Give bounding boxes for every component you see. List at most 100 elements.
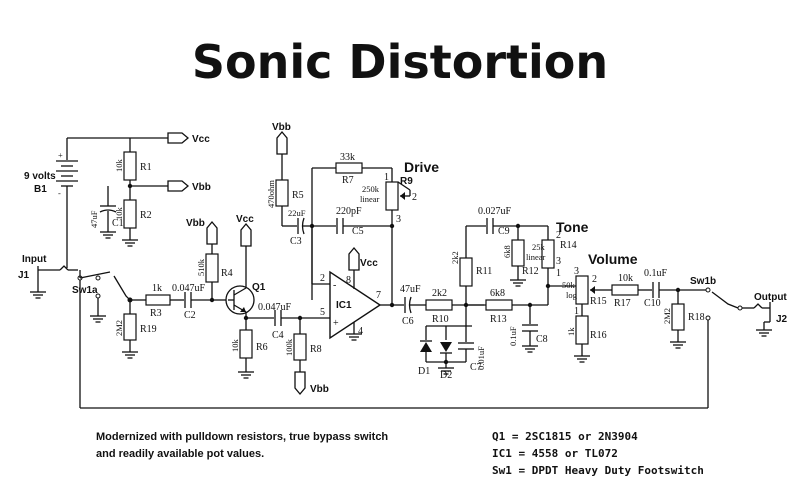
vbb-rail-top [167,180,189,192]
potentiometer-r9 [385,181,399,211]
c2-ref: C2 [184,310,196,321]
battery-plus-label: + [58,150,63,160]
ic1-ref: IC1 [336,300,352,311]
battery-minus-label: - [58,188,61,198]
c3-value: 22uF [288,208,306,218]
vcc-rail-q1 [240,223,252,247]
vcc-label-top: Vcc [192,134,210,145]
vbb-label-top: Vbb [192,182,211,193]
c5-value: 220pF [336,206,362,217]
input-label: Input [22,254,47,265]
r18-ref: R18 [688,312,705,323]
r9-pin-1: 1 [384,172,389,183]
ic1-pin-4: 4 [358,326,363,337]
opamp-ic1: IC1 - + [329,270,382,340]
diode-d2 [440,342,452,354]
c4-value: 0.047uF [258,302,292,313]
d2-ref: D2 [440,370,452,381]
c6-value: 47uF [400,284,421,295]
vbb-rail-r8 [294,371,306,395]
r13-value: 6k8 [490,288,505,299]
resistor-r11 [459,257,473,287]
r6-value: 10k [230,339,240,353]
r14-value: 25k [532,242,546,252]
r12-ref: R12 [522,266,539,277]
diode-d1 [420,340,432,352]
input-jack-ref: J1 [18,270,30,281]
c8-ref: C8 [536,334,548,345]
switch-sw1a [77,270,133,408]
r15-taper: log [566,290,578,300]
resistor-r12 [511,239,525,267]
volume-label: Volume [588,251,638,267]
vbb-label-r5: Vbb [272,122,291,133]
r5-ref: R5 [292,190,304,201]
vbb-label-r8: Vbb [310,384,329,395]
ic1-minus-sign: - [333,280,336,291]
r14-pin-2: 2 [556,230,561,241]
vcc-rail-top [167,132,189,144]
r16-ref: R16 [590,330,607,341]
r9-value: 250k [362,184,380,194]
r11-value: 2k2 [450,251,460,264]
resistor-r5 [275,179,289,207]
c10-ref: C10 [644,298,661,309]
resistor-r8 [293,333,307,361]
r13-ref: R13 [490,314,507,325]
r9-pin-2: 2 [412,192,417,203]
r19-value: 2M2 [114,320,124,336]
resistor-r2 [123,199,137,229]
q1-ref: Q1 [252,282,266,293]
r10-value: 2k2 [432,288,447,299]
vcc-rail-ic1 [348,247,360,271]
battery-b1: + - 9 volts B1 [24,138,78,268]
resistor-r18 [671,303,685,331]
r15-pin-3: 3 [574,266,579,277]
r14-pin-1: 1 [556,268,561,279]
resistor-r19 [123,313,137,341]
r15-pin-2: 2 [592,274,597,285]
r4-ref: R4 [221,268,233,279]
switch-b-label: Sw1b [690,276,716,287]
r3-ref: R3 [150,308,162,319]
parts-note-sw1: Sw1 = DPDT Heavy Duty Footswitch [492,464,704,477]
r7-value: 33k [340,152,355,163]
parts-note-ic1: IC1 = 4558 or TL072 [492,447,618,460]
ic1-pin-8: 8 [346,275,351,286]
r14-ref: R14 [560,240,577,251]
r3-value: 1k [152,283,162,294]
c7-value: 0.01uF [476,346,486,370]
c9-value: 0.027uF [478,206,512,217]
vcc-label-q1: Vcc [236,214,254,225]
r8-value: 100k [284,338,294,356]
r10-ref: R10 [432,314,449,325]
battery-value: 9 volts [24,171,56,182]
resistor-r3 [145,294,171,306]
r15-value: 50k [562,280,576,290]
r8-ref: R8 [310,344,322,355]
resistor-r7 [335,162,363,174]
resistor-r17 [611,284,639,296]
c7-ref: C7 [470,362,482,373]
ic1-pin-6: 2 [320,273,325,284]
r1-value: 10k [114,159,124,173]
resistor-r16 [575,315,589,345]
c10-value: 0.1uF [644,268,668,279]
c6-ref: C6 [402,316,414,327]
r17-value: 10k [618,273,633,284]
vbb-rail-r5 [276,131,288,155]
r15-ref: R15 [590,296,607,307]
c4-ref: C4 [272,330,284,341]
switch-a-label: Sw1a [72,285,98,296]
potentiometer-r15 [575,275,589,305]
r11-ref: R11 [476,266,492,277]
tone-label: Tone [556,219,589,235]
vcc-label-ic1: Vcc [360,258,378,269]
r2-ref: R2 [140,210,152,221]
r15-pin-1: 1 [574,306,579,317]
c2-value: 0.047uF [172,283,206,294]
r14-taper: linear [526,252,546,262]
r1-ref: R1 [140,162,152,173]
resistor-r13 [485,299,513,311]
vbb-rail-r4 [206,221,218,245]
